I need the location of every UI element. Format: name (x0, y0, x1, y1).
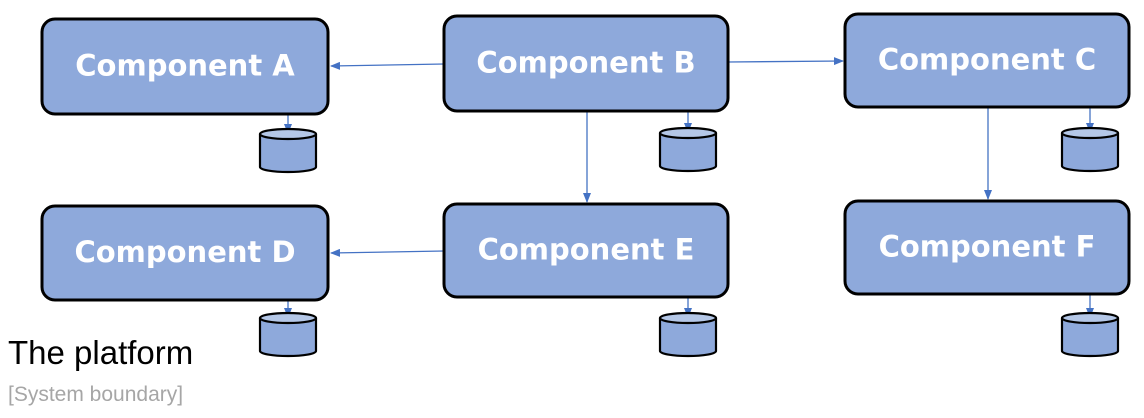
connector-e-to-d (330, 248, 445, 257)
components-layer: Component A Component B Component C Compone… (40, 12, 1131, 302)
boundary-subtitle: [System boundary] (8, 383, 184, 406)
component-a-box (40, 17, 330, 116)
database-icon (1060, 311, 1120, 358)
component-d-label: Component D (74, 235, 295, 269)
database-icon (1060, 126, 1120, 173)
component-c-box (843, 12, 1131, 109)
database-icon (258, 311, 318, 358)
connections-layer (284, 57, 1094, 318)
databases-layer (258, 126, 1120, 358)
component-f-label: Component F (879, 230, 1096, 264)
database-icon (258, 127, 318, 174)
connector-b-to-a (330, 61, 445, 70)
component-f-box (843, 199, 1131, 296)
component-c-label: Component C (878, 43, 1096, 77)
boundary-title: The platform (8, 334, 194, 371)
component-b-label: Component B (476, 46, 695, 80)
component-c: Component C (843, 12, 1131, 109)
component-a: Component A (40, 17, 330, 116)
component-a-label: Component A (75, 49, 295, 83)
component-e-label: Component E (478, 233, 695, 267)
database-icon (658, 311, 718, 358)
database-icon (658, 126, 718, 173)
component-f: Component F (843, 199, 1131, 296)
component-b-box (442, 14, 730, 113)
component-d: Component D (40, 204, 330, 302)
component-e-box (442, 202, 730, 299)
component-d-box (40, 204, 330, 302)
component-e: Component E (442, 202, 730, 299)
component-b: Component B (442, 14, 730, 113)
connector-b-to-c (727, 57, 844, 66)
